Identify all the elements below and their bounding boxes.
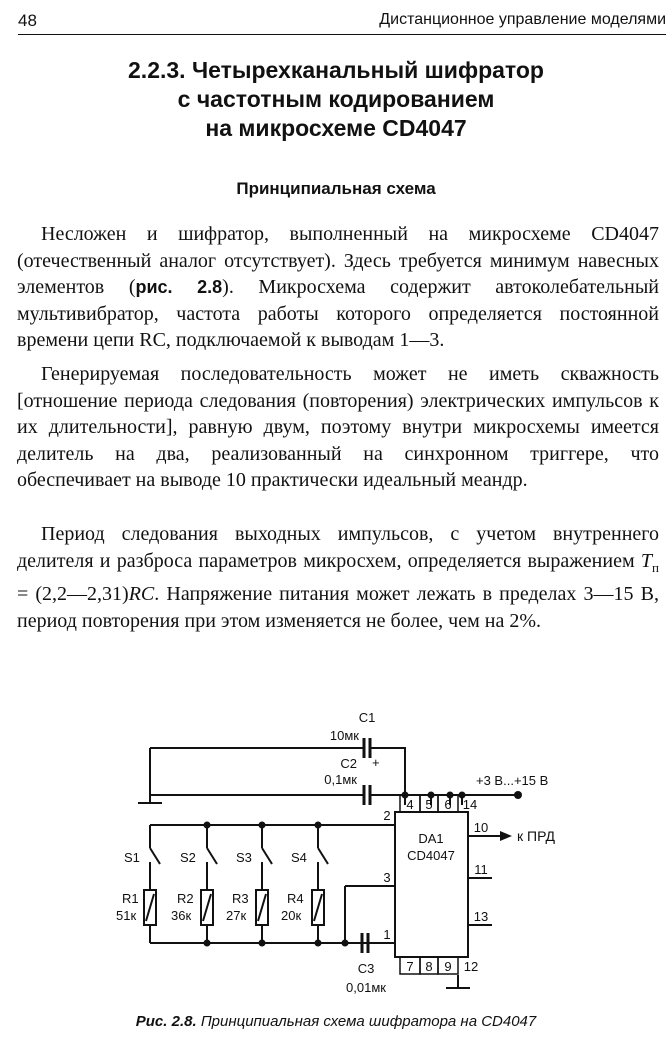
pin-4: 4 [406,797,413,812]
switch-s4: S4 [291,850,307,865]
figure-reference: рис. 2.8 [135,277,223,297]
running-title: Дистанционное управление моделями [379,11,666,28]
section-number: 2.2.3. [128,57,186,83]
ic-name: DA1 [418,831,443,846]
section-title-line-2: с частотным кодированием [177,86,495,112]
pin-6: 6 [444,797,451,812]
resistor-r3-value: 27к [226,908,246,923]
caption-label: Рис. 2.8. [135,1013,197,1030]
page-number: 48 [18,11,37,30]
c2-value: 0,1мк [324,772,357,787]
switch-s1: S1 [124,850,140,865]
paragraph-1: Несложен и шифратор, выполненный на микр… [17,223,659,351]
plus-sign: + [372,755,380,770]
pin-11: 11 [474,862,488,877]
resistor-r4-name: R4 [287,891,304,906]
supply-label: +3 В...+15 В [476,773,548,788]
resistor-r4-value: 20к [281,908,301,923]
formula: Tп [640,549,659,575]
pin-1: 1 [383,927,390,942]
pin-8: 8 [425,959,432,974]
resistor-r1-value: 51к [116,908,136,923]
subheading: Принципиальная схема [236,179,436,198]
section-title-line-1: 2.2.3. Четырехканальный шифратор [128,57,544,83]
pin-14: 14 [463,797,477,812]
resistor-r2-value: 36к [171,908,191,923]
pin-13: 13 [474,909,488,924]
pin-9: 9 [444,959,451,974]
pin-5: 5 [425,797,432,812]
c1-value: 10мк [330,728,359,743]
c3-value: 0,01мк [346,980,386,995]
section-title: 2.2.3. Четырехканальный шифратор с часто… [0,56,672,143]
pin-2: 2 [383,808,390,823]
paragraph-2: Генерируемая последовательность может не… [17,363,659,491]
section-title-line-3: на микросхеме CD4047 [205,115,467,141]
c1-name: C1 [359,710,376,725]
resistor-r1-name: R1 [122,891,139,906]
paragraph-3: Период следования выходных импульсов, с … [17,523,659,632]
caption-text: Принципиальная схема шифратора на CD4047 [200,1013,537,1030]
schematic-diagram: C1 10мк + C2 0,1мк +3 В...+15 В к ПРД DA… [116,710,555,995]
resistor-r3-name: R3 [232,891,249,906]
switch-s2: S2 [180,850,196,865]
ic-type: CD4047 [407,848,455,863]
c2-name: C2 [340,756,357,771]
figure-caption: Рис. 2.8. Принципиальная схема шифратора… [0,1013,672,1030]
pin-12: 12 [464,959,478,974]
pin-10: 10 [474,820,488,835]
output-label: к ПРД [517,828,555,844]
resistor-r2-name: R2 [177,891,194,906]
page-header: 48 Дистанционное управление моделями [18,8,666,35]
pin-7: 7 [406,959,413,974]
c3-name: C3 [358,961,375,976]
pin-3: 3 [383,870,390,885]
switch-s3: S3 [236,850,252,865]
